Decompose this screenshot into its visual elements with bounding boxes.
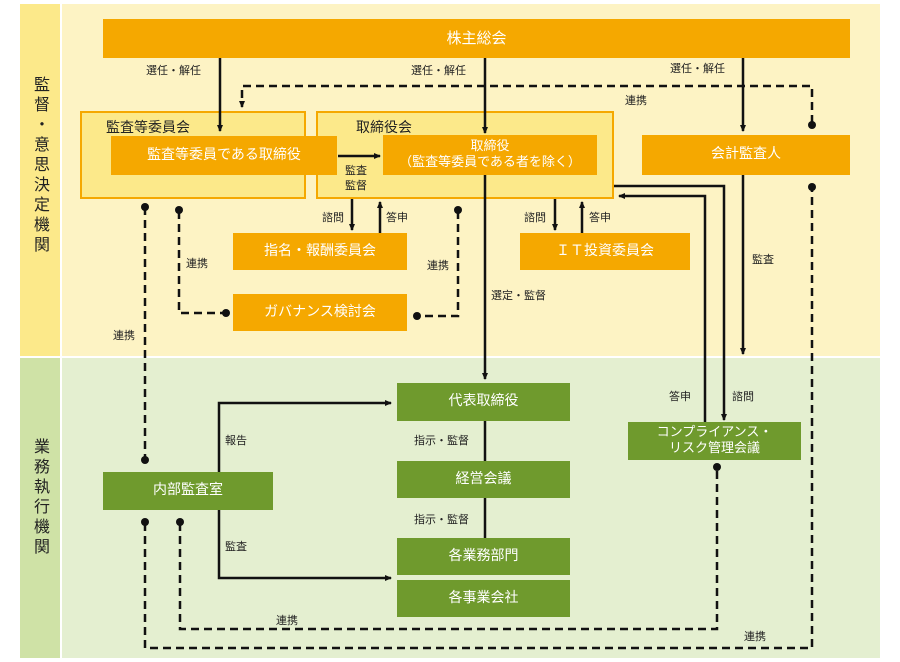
label-coop-bottom-inner: 連携 (276, 614, 298, 627)
label-report-compliance: 答申 (669, 390, 691, 403)
accounting-auditor-box: 会計監査人 (642, 135, 850, 175)
coop-line-bottom-inner (178, 467, 719, 631)
coop-line-audit-governance (177, 211, 228, 315)
dot-audit-left (141, 203, 149, 211)
label-report-it: 答申 (589, 211, 611, 224)
group-companies-box: 各事業会社 (397, 580, 570, 617)
coop-line-board-governance (415, 211, 460, 318)
execution-band-label-area (20, 358, 60, 658)
dot-auditor-top (808, 121, 816, 129)
dot-board-right (454, 206, 462, 214)
label-consult-compliance: 諮問 (732, 390, 754, 403)
governance-committee-box: ガバナンス検討会 (233, 294, 407, 331)
audit-committee-group-label: 監査等委員会 (106, 120, 190, 136)
label-consult-it: 諮問 (524, 211, 546, 224)
label-coop-audit-governance: 連携 (186, 257, 208, 270)
label-audit-right: 監査 (752, 253, 774, 266)
dot-internal-bottom-left (141, 518, 149, 526)
execution-band-title: 業務執行機関 (31, 438, 50, 558)
it-investment-committee-box: ＩＴ投資委員会 (520, 233, 690, 270)
label-report-internal: 報告 (225, 434, 247, 447)
internal-audit-line (217, 510, 392, 581)
internal-report-line (217, 400, 392, 472)
board-consult-line (614, 184, 727, 421)
dot-governance-left (222, 309, 230, 317)
compliance-risk-meeting-box: コンプライアンス・ リスク管理会議 (628, 422, 801, 460)
label-appoint-board: 選任・解任 (411, 64, 466, 77)
label-coop-board-governance: 連携 (427, 259, 449, 272)
dot-compliance-bottom (713, 463, 721, 471)
board-group-label: 取締役会 (356, 120, 412, 136)
label-audit: 監査 (345, 164, 367, 177)
label-coop-audit-internal: 連携 (113, 329, 135, 342)
dot-internal-top (141, 456, 149, 464)
internal-audit-box: 内部監査室 (103, 472, 273, 510)
label-select-supervise: 選定・監督 (491, 289, 546, 302)
directors-line1: 取締役 (470, 138, 510, 154)
label-supervise: 監督 (345, 179, 367, 192)
label-instruct-1: 指示・監督 (414, 434, 469, 447)
oversight-band-title: 監督・意思決定機関 (31, 76, 50, 256)
dot-auditor-bottom (808, 183, 816, 191)
dot-audit-right (175, 206, 183, 214)
directors-box: 取締役 （監査等委員である者を除く） (383, 135, 597, 175)
business-divisions-box: 各業務部門 (397, 538, 570, 575)
label-report-nomination: 答申 (386, 211, 408, 224)
coop-line-top (239, 84, 814, 123)
dot-governance-right (413, 312, 421, 320)
label-coop-top: 連携 (625, 94, 647, 107)
compliance-report-line (618, 193, 707, 422)
oversight-band-label-area (20, 4, 60, 356)
label-coop-bottom-outer: 連携 (744, 630, 766, 643)
nomination-committee-box: 指名・報酬委員会 (233, 233, 407, 270)
label-consult-nomination: 諮問 (322, 211, 344, 224)
label-instruct-2: 指示・監督 (414, 513, 469, 526)
directors-line2: （監査等委員である者を除く） (399, 155, 581, 170)
label-audit-internal: 監査 (225, 540, 247, 553)
compliance-line1: コンプライアンス・ (656, 424, 773, 440)
coop-line-bottom-outer (143, 187, 814, 650)
representative-director-box: 代表取締役 (397, 383, 570, 421)
shareholders-meeting-box: 株主総会 (103, 19, 850, 58)
management-meeting-box: 経営会議 (397, 461, 570, 498)
audit-committee-director-box: 監査等委員である取締役 (111, 136, 337, 175)
compliance-line2: リスク管理会議 (668, 441, 760, 456)
dot-internal-bottom-right (176, 518, 184, 526)
label-appoint-auditor: 選任・解任 (670, 62, 725, 75)
label-appoint-audit: 選任・解任 (146, 64, 201, 77)
